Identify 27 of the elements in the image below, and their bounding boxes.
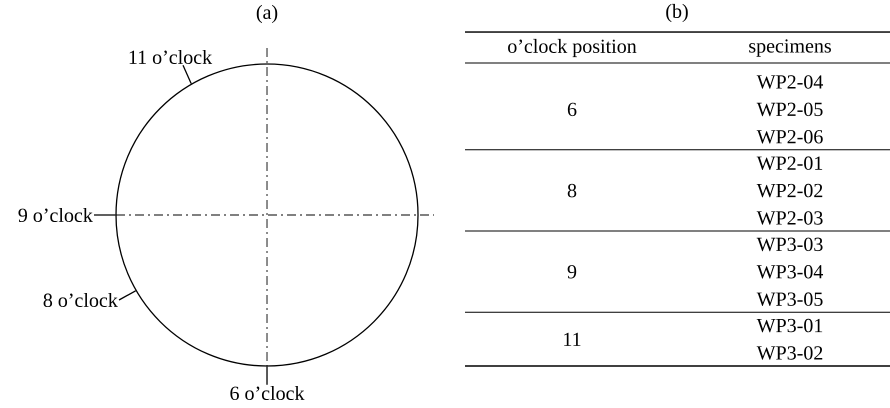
table-cell: WP2-04 [756,75,824,89]
table-cell: WP2-02 [756,184,822,198]
table-cell: WP3-02 [756,346,822,360]
table-cell: WP3-04 [756,265,824,279]
table-cell: WP2-03 [756,211,823,225]
clock-label: 8 o’clock [44,292,118,308]
panel-label: (b) [666,4,688,22]
leader-line [182,64,192,84]
table-header: o’clock position [508,38,636,58]
table-cell: WP2-06 [756,130,823,144]
table-cell: 9 [568,265,576,279]
table-cell: WP3-05 [756,292,823,306]
table-cell: WP2-05 [756,102,823,116]
table-cell: WP3-03 [756,238,823,252]
table-cell: 8 [568,184,576,198]
leader-line [118,290,136,301]
table-cell: 11 [564,332,580,346]
leader-line [266,366,268,385]
clock-label: 9 o’clock [18,208,93,222]
clock-label: 11 o’clock [130,50,212,64]
table-cell: WP3-01 [756,318,822,332]
panel-label: (a) [256,4,278,24]
table-cell: WP2-01 [756,156,822,170]
table-header: specimens [749,39,831,57]
clock-label: 6 o’clock [230,386,304,400]
leader-line [94,214,116,216]
table-cell: 6 [568,102,576,116]
